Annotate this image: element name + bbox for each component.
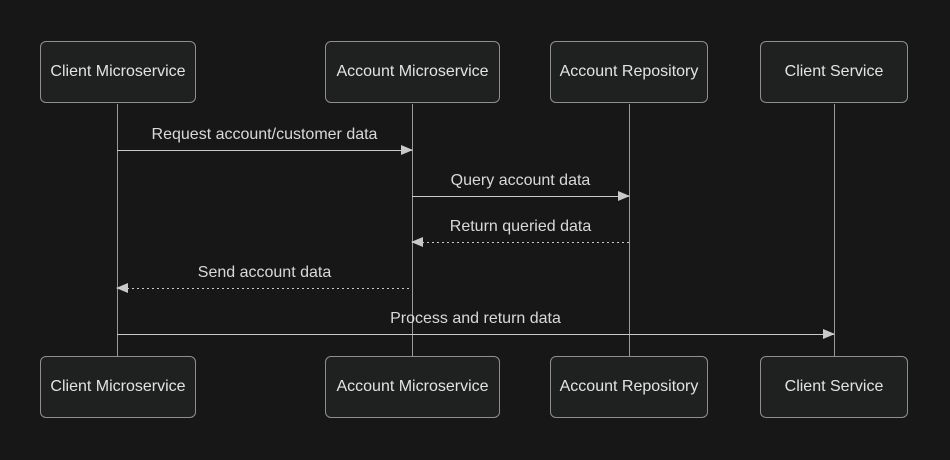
- arrowhead-right-icon: [618, 191, 630, 201]
- message-label-request-account-customer-data: Request account/customer data: [151, 126, 378, 143]
- actor-account-repository-bottom: Account Repository: [550, 356, 708, 418]
- message-arrow-solid: [412, 191, 630, 201]
- actor-label: Client Service: [784, 378, 884, 395]
- message-arrow-solid: [117, 329, 835, 339]
- message-arrow-solid: [117, 145, 413, 155]
- arrowhead-right-icon: [823, 329, 835, 339]
- arrowhead-right-icon: [401, 145, 413, 155]
- actor-client-microservice-top: Client Microservice: [40, 41, 196, 103]
- message-arrow-dotted: [116, 283, 412, 293]
- actor-account-microservice-top: Account Microservice: [325, 41, 500, 103]
- message-label-send-account-data: Send account data: [197, 264, 332, 281]
- message-label-process-and-return-data: Process and return data: [390, 310, 561, 327]
- message-label-return-queried-data: Return queried data: [449, 218, 592, 235]
- actor-account-repository-top: Account Repository: [550, 41, 708, 103]
- message-label-query-account-data: Query account data: [450, 172, 591, 189]
- arrowhead-left-icon: [116, 283, 128, 293]
- actor-client-microservice-bottom: Client Microservice: [40, 356, 196, 418]
- actor-label: Account Microservice: [336, 378, 489, 395]
- lifeline-account-microservice: [412, 104, 413, 357]
- actor-label: Client Service: [784, 63, 884, 80]
- actor-client-service-top: Client Service: [760, 41, 908, 103]
- lifeline-client-service: [834, 104, 835, 357]
- actor-label: Client Microservice: [50, 63, 186, 80]
- lifeline-account-repository: [629, 104, 630, 357]
- arrowhead-left-icon: [411, 237, 423, 247]
- actor-client-service-bottom: Client Service: [760, 356, 908, 418]
- actor-account-microservice-bottom: Account Microservice: [325, 356, 500, 418]
- actor-label: Account Microservice: [336, 63, 489, 80]
- lifeline-client-microservice: [117, 104, 118, 357]
- message-arrow-dotted: [411, 237, 629, 247]
- actor-label: Account Repository: [559, 378, 699, 395]
- actor-label: Client Microservice: [50, 378, 186, 395]
- actor-label: Account Repository: [559, 63, 699, 80]
